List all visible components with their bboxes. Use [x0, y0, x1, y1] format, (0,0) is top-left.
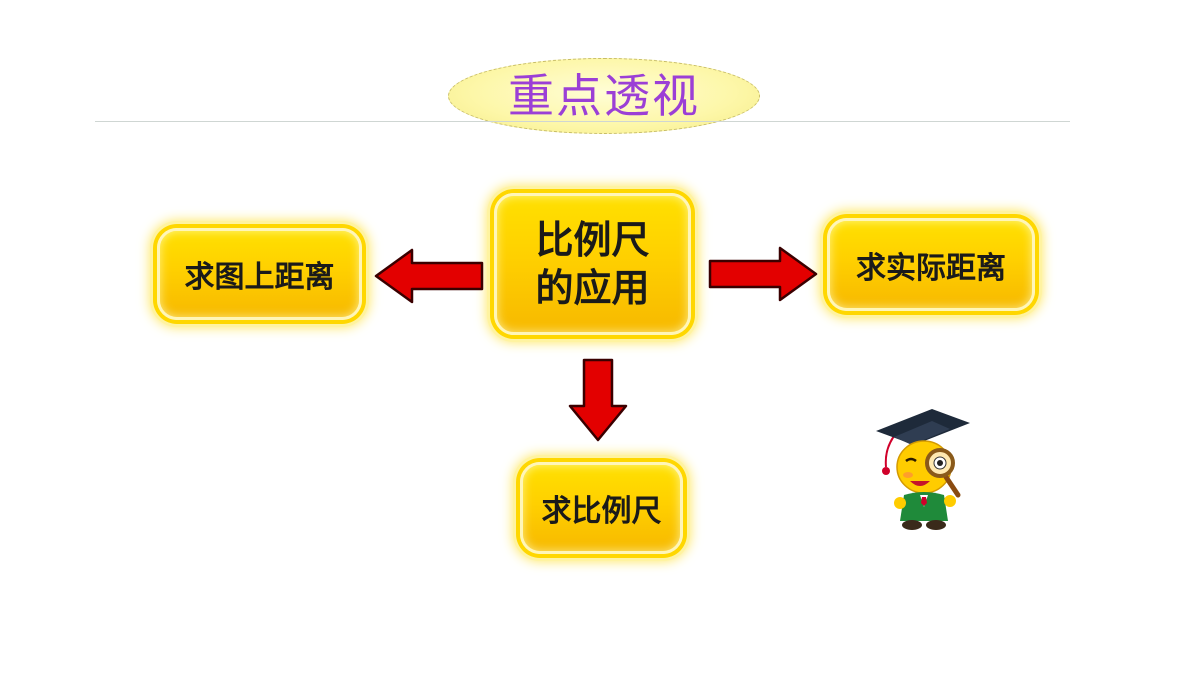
- node-center-line2: 的应用: [535, 266, 650, 310]
- page-title: 重点透视: [508, 69, 700, 123]
- node-map-distance: 求图上距离: [157, 228, 362, 320]
- title-divider: [95, 121, 1070, 122]
- node-center-line1: 比例尺: [535, 218, 650, 262]
- node-scale-application: 比例尺 的应用: [494, 193, 691, 335]
- node-find-scale: 求比例尺: [520, 462, 683, 554]
- arrow-right-icon: [708, 246, 818, 302]
- arrow-down-icon: [568, 358, 628, 442]
- graduate-mascot-icon: [876, 409, 970, 530]
- node-actual-distance: 求实际距离: [827, 218, 1035, 311]
- node-map-distance-label: 求图上距离: [184, 260, 335, 295]
- arrow-left-icon: [374, 248, 484, 304]
- node-find-scale-label: 求比例尺: [541, 494, 662, 529]
- node-actual-distance-label: 求实际距离: [856, 250, 1006, 286]
